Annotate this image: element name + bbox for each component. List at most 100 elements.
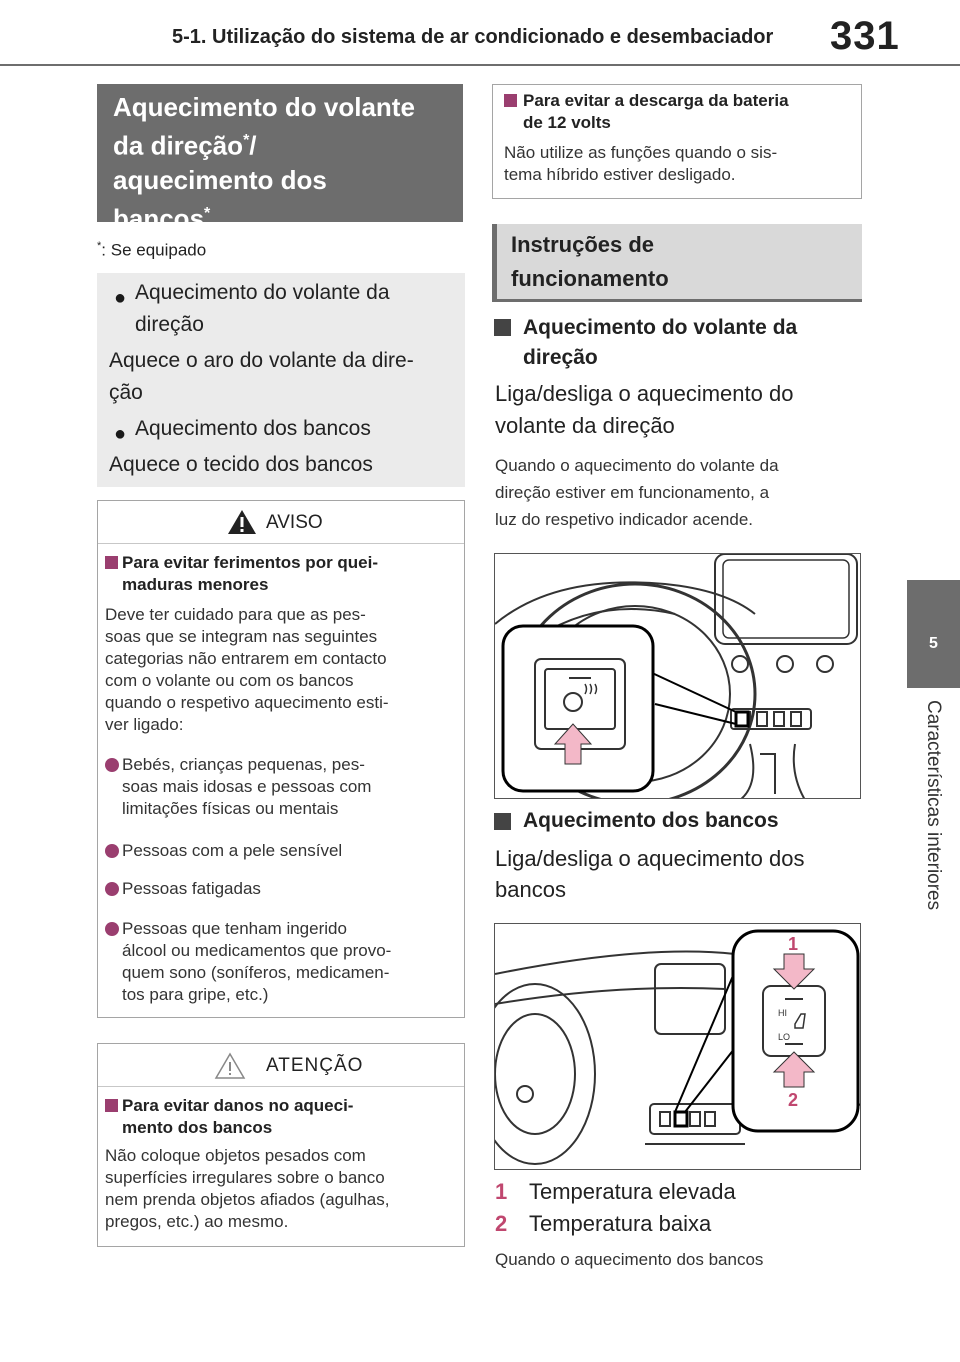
warning-text-1: Deve ter cuidado para que as pes-: [105, 605, 366, 624]
caution-label: ATENÇÃO: [266, 1055, 364, 1076]
summary-desc-1a: Aquece o aro do volante da dire-: [109, 349, 414, 372]
sec1-p1a: Liga/desliga o aquecimento do: [495, 381, 794, 406]
caution-text-1: Não coloque objetos pesados com: [105, 1146, 366, 1165]
bullet-diamond-icon: ●: [114, 287, 127, 309]
battery-heading-1: Para evitar a descarga da bateria: [523, 91, 789, 110]
sec2-title: Aquecimento dos bancos: [523, 809, 779, 832]
section-title-box: Aquecimento do volante da direção*/ aque…: [97, 84, 463, 233]
warning-heading-1: Para evitar ferimentos por quei-: [122, 553, 379, 572]
caution-box: ATENÇÃO Para evitar danos no aqueci- men…: [97, 1043, 465, 1247]
footnote-star: *: [97, 240, 102, 252]
title-line-4: bancos*: [113, 197, 447, 236]
warning-bullet-4b: álcool ou medicamentos que provo-: [122, 941, 392, 960]
section-square-icon: [494, 813, 511, 830]
title-line-1: Aquecimento do volante: [113, 92, 415, 122]
sec1-p2a: Quando o aquecimento do volante da: [495, 456, 779, 475]
title-star-2: *: [204, 204, 211, 222]
warning-bullet-1a: Bebés, crianças pequenas, pes-: [122, 755, 365, 774]
sec1-title-1: Aquecimento do volante da: [523, 316, 798, 339]
footnote: *: Se equipado: [97, 240, 206, 261]
callout-1: 1: [788, 934, 798, 954]
battery-text-2: tema híbrido estiver desligado.: [504, 165, 736, 184]
section-square-icon: [494, 319, 511, 336]
caution-header: ATENÇÃO: [98, 1044, 464, 1087]
lo-label: LO: [778, 1032, 790, 1042]
summary-desc-2: Aquece o tecido dos bancos: [109, 453, 373, 476]
warning-bullet-4c: quem sono (soníferos, medicamen-: [122, 963, 390, 982]
battery-heading-2: de 12 volts: [523, 113, 611, 132]
sec1-title-2: direção: [523, 346, 598, 369]
steering-heater-illustration: [494, 553, 861, 799]
sec1-p1b: volante da direção: [495, 413, 675, 438]
sec1-p2c: luz do respetivo indicador acende.: [495, 510, 753, 529]
caution-text-4: pregos, etc.) ao mesmo.: [105, 1212, 289, 1231]
battery-text-1: Não utilize as funções quando o sis-: [504, 143, 778, 162]
legend-1-text: Temperatura elevada: [529, 1179, 736, 1204]
warning-text-6: ver ligado:: [105, 715, 184, 734]
title-star: *: [243, 132, 250, 149]
hi-label: HI: [778, 1008, 787, 1018]
header-rule: [0, 64, 960, 66]
warning-bullet-4a: Pessoas que tenham ingerido: [122, 919, 347, 938]
bullet-dot-icon: [105, 882, 119, 896]
warning-text-4: com o volante ou com os bancos: [105, 671, 354, 690]
chapter-side-label: Características interiores: [906, 700, 960, 950]
warning-text-3: categorias não entrarem em contacto: [105, 649, 387, 668]
warning-header: AVISO: [98, 501, 464, 544]
chapter-side-label-text: Características interiores: [923, 700, 944, 911]
warning-bullet-4d: tos para gripe, etc.): [122, 985, 269, 1004]
sec1-p2b: direção estiver em funcionamento, a: [495, 483, 770, 502]
title-line-3: aquecimento dos: [113, 164, 327, 195]
title-line-2: da direção*/: [113, 124, 447, 163]
warning-text-5: quando o respetivo aquecimento esti-: [105, 693, 389, 712]
summary-desc-1b: ção: [109, 381, 143, 404]
sec2-p1a: Liga/desliga o aquecimento dos: [495, 846, 805, 871]
running-header: 5-1. Utilização do sistema de ar condici…: [172, 26, 774, 48]
heading-square-icon: [105, 556, 118, 569]
caution-text-2: superfícies irregulares sobre o banco: [105, 1168, 385, 1187]
sec2-p1b: bancos: [495, 877, 566, 902]
warning-label: AVISO: [266, 512, 323, 533]
instructions-title-2: funcionamento: [511, 266, 669, 291]
bullet-diamond-icon: ●: [114, 423, 127, 445]
footnote-text: : Se equipado: [101, 240, 207, 260]
seat-dashboard-drawing: HI LO 1 2: [495, 929, 860, 1165]
instructions-title: Instruções de funcionamento: [511, 228, 669, 296]
sec2-p2: Quando o aquecimento dos bancos: [495, 1250, 764, 1269]
warning-text-2: soas que se integram nas seguintes: [105, 627, 378, 646]
bullet-dot-icon: [105, 922, 119, 936]
page-number: 331: [830, 14, 900, 58]
summary-item-1: Aquecimento do volante da: [135, 281, 390, 304]
legend-2-number: 2: [495, 1211, 508, 1236]
caution-heading-2: mento dos bancos: [122, 1118, 273, 1137]
caution-heading-1: Para evitar danos no aqueci-: [122, 1096, 354, 1115]
warning-bullet-3: Pessoas fatigadas: [122, 879, 261, 898]
warning-bullet-1b: soas mais idosas e pessoas com: [122, 777, 372, 796]
legend-2-text: Temperatura baixa: [529, 1211, 712, 1236]
caution-triangle-icon: [214, 1052, 246, 1079]
warning-box: AVISO Para evitar ferimentos por quei- m…: [97, 500, 465, 1018]
battery-note-box: Para evitar a descarga da bateria de 12 …: [492, 84, 862, 199]
summary-item-1b: direção: [135, 313, 204, 336]
chapter-tab: 5: [907, 580, 960, 688]
instructions-header: Instruções de funcionamento: [492, 224, 862, 302]
warning-triangle-icon: [228, 510, 256, 534]
title-line-4-text: bancos: [113, 203, 205, 234]
heading-square-icon: [504, 94, 517, 107]
instructions-title-1: Instruções de: [511, 232, 655, 257]
summary-item-2: Aquecimento dos bancos: [135, 417, 371, 440]
legend-1-number: 1: [495, 1179, 508, 1204]
bullet-dot-icon: [105, 844, 119, 858]
heading-square-icon: [105, 1099, 118, 1112]
caution-text-3: nem prenda objetos afiados (agulhas,: [105, 1190, 390, 1209]
title-line-2-text: da direção: [113, 130, 244, 161]
title-slash: /: [249, 130, 257, 161]
dashboard-drawing: [495, 554, 858, 798]
callout-2: 2: [788, 1090, 798, 1110]
warning-bullet-1c: limitações físicas ou mentais: [122, 799, 339, 818]
warning-bullet-2: Pessoas com a pele sensível: [122, 841, 343, 860]
seat-heater-illustration: HI LO 1 2: [494, 923, 861, 1170]
warning-heading-2: maduras menores: [122, 575, 269, 594]
summary-box: ● Aquecimento do volante da direção Aque…: [97, 273, 465, 487]
bullet-dot-icon: [105, 758, 119, 772]
